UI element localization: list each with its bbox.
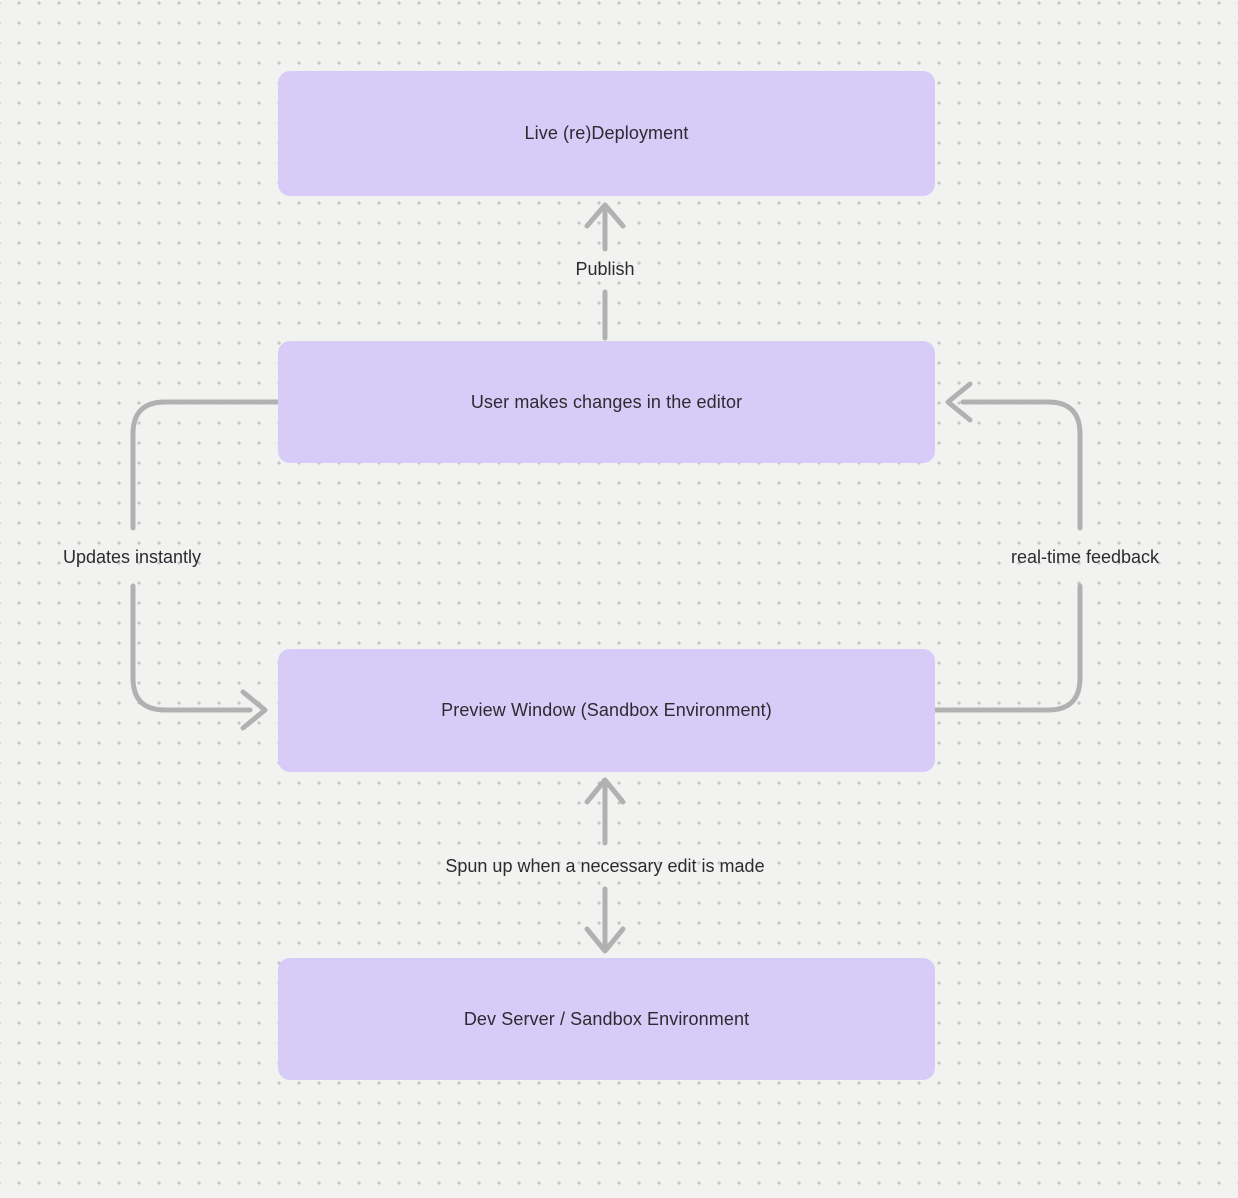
node-label: Preview Window (Sandbox Environment) <box>441 700 772 720</box>
edge-label-real-time-feedback[interactable]: real-time feedback <box>1010 547 1160 567</box>
edge-label-updates-instantly[interactable]: Updates instantly <box>62 547 202 567</box>
node-label: Live (re)Deployment <box>524 123 689 143</box>
node-label: Dev Server / Sandbox Environment <box>463 1008 750 1029</box>
node-dev-server[interactable]: Dev Server / Sandbox Environment <box>278 958 935 1080</box>
arrowhead-left-icon <box>945 381 973 423</box>
edge-label-publish[interactable]: Publish <box>575 259 635 279</box>
arrowhead-up-icon <box>584 202 626 229</box>
arrow-updates-instantly[interactable] <box>130 399 281 731</box>
node-live-deployment[interactable]: Live (re)Deployment <box>278 71 935 196</box>
arrowhead-up-icon <box>584 777 626 805</box>
node-user-editor[interactable]: User makes changes in the editor <box>278 341 935 463</box>
arrow-real-time-feedback[interactable] <box>932 381 1083 713</box>
node-preview-window[interactable]: Preview Window (Sandbox Environment) <box>278 649 935 772</box>
arrow-sandbox-sync[interactable] <box>584 777 626 954</box>
arrow-shaft <box>932 583 1083 713</box>
arrow-shaft <box>130 583 253 713</box>
arrow-shaft <box>960 399 1083 531</box>
arrowhead-down-icon <box>584 926 626 954</box>
arrow-shaft <box>130 399 281 531</box>
edge-label-sandbox-sync[interactable]: Spun up when a necessary edit is made <box>445 856 765 876</box>
node-label: User makes changes in the editor <box>470 391 743 412</box>
arrowhead-right-icon <box>240 689 268 731</box>
arrow-publish[interactable] <box>584 202 626 341</box>
